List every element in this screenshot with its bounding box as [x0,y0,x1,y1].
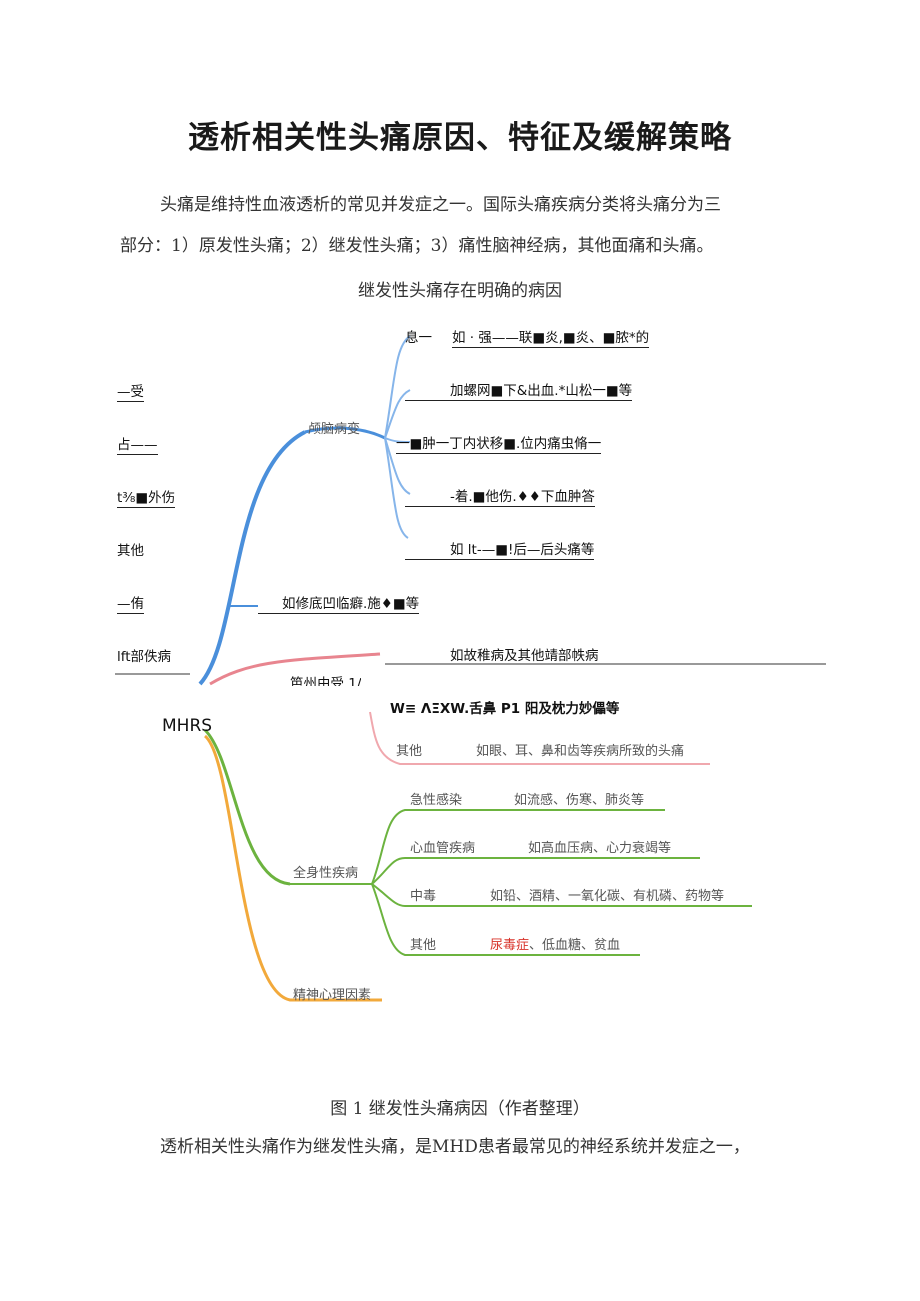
cranial-item: 加螺网■下&出血.*山松一■等 [405,379,633,401]
figure-caption: 图 1 继发性头痛病因（作者整理） [330,1099,590,1119]
cranial-item-lead: 息一 [405,330,432,346]
left-label: —侑 [117,592,144,614]
systemic-item-lead: 心血管疾病 [410,841,476,856]
intro-line-2: 部分：1）原发性头痛；2）继发性头痛；3）痛性脑神经病，其他面痛和头痛。 [120,236,714,256]
left-label: 占—— [117,433,158,455]
diagram-heading: 继发性头痛存在明确的病因 [358,281,562,301]
cranial-item: 如 · 强——联■炎,■炎、■脓*的 [452,326,650,348]
left-label: t⅜■外伤 [117,486,176,508]
headface-item: W≡ ΛΞXW.舌鼻 P1 阳及枕力妙儡等 [390,701,620,717]
node-systemic: 全身性疾病 [293,866,359,881]
headface-item: 如故稚病及其他靖部帙病 [450,648,599,664]
left-label: —受 [117,380,144,402]
systemic-item-lead: 中毒 [410,889,437,904]
closing-line: 透析相关性头痛作为继发性头痛，是MHD患者最常见的神经系统并发症之一， [160,1137,750,1157]
cranial-item: -着.■他伤.♦♦下血肿答 [405,485,595,507]
systemic-item: 如流感、伤寒、肺炎等 [514,793,645,808]
branch-mid: 如修底凹临癖.施♦■等 [258,592,420,614]
highlight-uremia: 尿毒症 [490,938,530,953]
node-cranial: 颅脑病变 [308,422,361,437]
headface-item-lead: 其他 [396,744,423,759]
systemic-item: 如铅、酒精、一氧化碳、有机磷、药物等 [490,889,725,904]
left-label: 其他 [117,543,144,559]
systemic-item: 尿毒症、低血糖、贫血 [490,938,621,953]
cranial-item: 一■肿一丁内状移■.位内痛虫脩一 [396,432,602,454]
cranial-item: 如 lt-—■!后—后头痛等 [405,538,595,560]
systemic-item: 如高血压病、心力衰竭等 [528,841,672,856]
systemic-item-lead: 其他 [410,938,437,953]
intro-line-1: 头痛是维持性血液透析的常见并发症之一。国际头痛疾病分类将头痛分为三 [160,195,721,215]
node-psych: 精神心理因素 [293,988,372,1003]
node-head-face: 笆州由受 1/ [290,676,362,686]
left-label: lft部佚病 [117,649,172,665]
headface-item: 如眼、耳、鼻和齿等疾病所致的头痛 [476,744,685,759]
systemic-item-lead: 急性感染 [410,793,463,808]
left-bottom-label: MHRS [162,716,213,736]
document-title: 透析相关性头痛原因、特征及缓解策略 [188,120,732,156]
